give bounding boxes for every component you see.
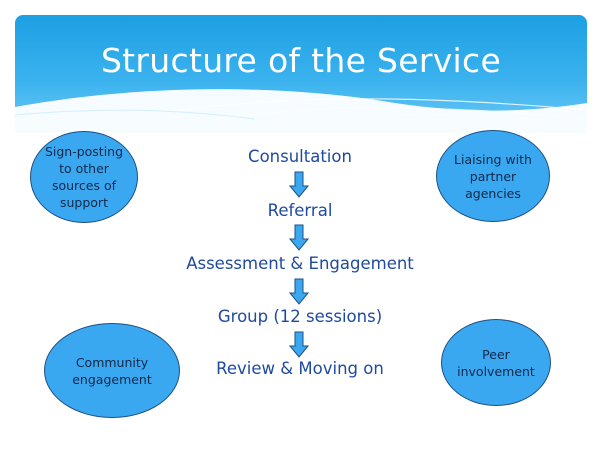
page-title: Structure of the Service <box>100 41 502 80</box>
down-arrow-icon <box>289 331 309 358</box>
bubble-line: Liaising with <box>454 151 532 167</box>
bubble-line: support <box>59 195 108 210</box>
bubble-line: Community <box>75 354 149 370</box>
bubble-line: sources of <box>51 178 117 193</box>
bubble-line: involvement <box>457 363 535 379</box>
down-arrow-icon <box>289 278 309 305</box>
bubble-line: Peer <box>482 346 510 362</box>
bubble-line: partner <box>469 168 517 184</box>
peer-bubble: Peer involvement <box>441 319 551 406</box>
bubble-line: agencies <box>465 185 521 201</box>
wave-decoration <box>15 89 587 133</box>
community-bubble: Community engagement <box>44 323 180 418</box>
step-review: Review & Moving on <box>216 359 384 378</box>
step-group: Group (12 sessions) <box>217 307 383 326</box>
signposting-bubble: Sign-posting to other sources of support <box>30 131 138 223</box>
step-assessment: Assessment & Engagement <box>186 254 414 273</box>
bubble-line: Sign-posting <box>44 144 124 159</box>
bubble-line: engagement <box>72 371 152 387</box>
title-banner: Structure of the Service <box>15 15 587 133</box>
down-arrow-icon <box>289 171 309 198</box>
bubble-line: to other <box>59 161 109 176</box>
down-arrow-icon <box>289 224 309 251</box>
step-referral: Referral <box>267 201 333 220</box>
liaising-bubble: Liaising with partner agencies <box>436 130 550 222</box>
step-consultation: Consultation <box>248 147 352 166</box>
